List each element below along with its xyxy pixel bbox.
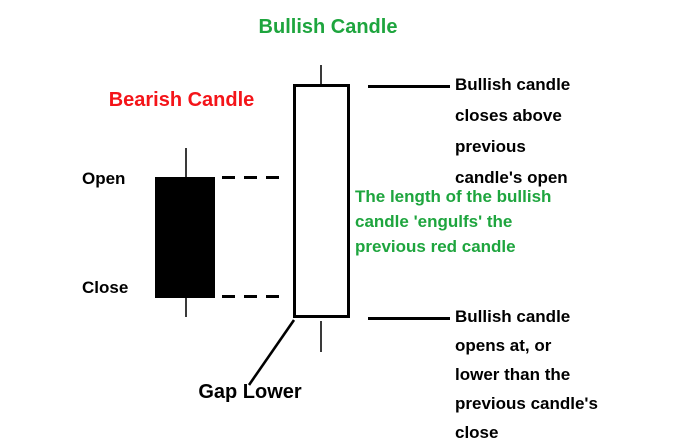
engulf-note: The length of the bullish candle 'engulf…: [355, 187, 552, 256]
bullish-candle-lower-wick: [320, 321, 322, 352]
bullish-candle-upper-wick: [320, 65, 322, 84]
bearish-candle-lower-wick: [185, 298, 187, 317]
gap-lower-label: Gap Lower: [198, 381, 302, 403]
bearish-candle-body: [155, 177, 215, 298]
bullish-candle-title: Bullish Candle: [258, 16, 398, 38]
open-note: Bullish candle opens at, or lower than t…: [455, 307, 598, 441]
bullish-candle-body: [293, 84, 350, 318]
close-annotation-line: [368, 85, 450, 88]
bearish-candle-label: Bearish Candle: [108, 89, 255, 111]
open-annotation-line: [368, 317, 450, 320]
bearish-candle-upper-wick: [185, 148, 187, 177]
open-level-dashed-line: [222, 176, 281, 179]
close-label: Close: [82, 278, 129, 297]
close-note: Bullish candle closes above previous can…: [455, 75, 571, 187]
close-level-dashed-line: [222, 295, 281, 298]
open-label: Open: [82, 169, 126, 188]
gap-lower-connector-line: [247, 319, 296, 386]
